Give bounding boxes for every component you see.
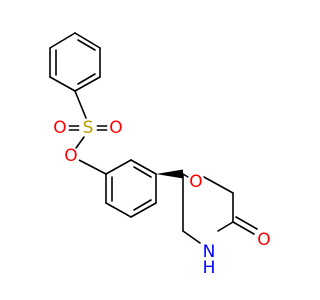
oxygen-label-ring: O xyxy=(189,172,202,192)
ring-c-n-bond xyxy=(217,221,234,232)
oxygen-label-carbonyl: O xyxy=(257,230,270,250)
phenyl-double-bond xyxy=(133,199,152,211)
c-o-double-bond xyxy=(235,216,258,230)
ring-n-c-bond xyxy=(182,230,201,244)
atom-o-sulfonyl-right: O xyxy=(107,118,125,138)
c-o-double-bond xyxy=(232,221,255,235)
phenyl-bond xyxy=(49,32,76,49)
atom-o-sulfonyl-left: O xyxy=(51,118,69,138)
atom-s: S xyxy=(79,118,97,138)
phenyl-bond xyxy=(74,32,101,49)
stereo-wedge-bond xyxy=(156,169,183,179)
phenyl-double-bond xyxy=(133,166,152,178)
phenyl-bond xyxy=(74,76,101,92)
sulfur-label: S xyxy=(83,118,94,138)
o-aryl-bond xyxy=(78,159,107,175)
oxygen-label-ester: O xyxy=(64,146,77,166)
oxygen-label-sulfonyl-right: O xyxy=(109,118,122,138)
atom-o-ring: O xyxy=(187,172,205,192)
phenyl-double-bond xyxy=(77,39,96,51)
hydrogen-label: H xyxy=(203,258,216,278)
atom-nh: N H xyxy=(198,242,220,278)
atom-o-carbonyl: O xyxy=(255,230,273,250)
phenyl-bond xyxy=(130,202,157,218)
phenyl-bond xyxy=(130,159,157,175)
c-s-bond xyxy=(74,90,87,119)
ring-c-o-bond xyxy=(182,173,189,178)
phenyl-double-bond xyxy=(77,73,96,85)
structure-canvas: S O O O O O N xyxy=(49,32,273,278)
phenyl-bond xyxy=(49,76,76,92)
oxygen-label-sulfonyl-left: O xyxy=(53,118,66,138)
phenyl-bond xyxy=(105,159,132,175)
atom-o-ester: O xyxy=(62,146,80,166)
nitrogen-label: N xyxy=(203,242,216,262)
bond-lines xyxy=(49,32,258,244)
atom-labels: S O O O O O N xyxy=(51,118,273,278)
phenyl-bond xyxy=(105,202,132,218)
ring-o-c-bond xyxy=(203,176,234,194)
molecule-drawing: S O O O O O N xyxy=(49,32,273,278)
s-o-bond xyxy=(75,136,85,149)
